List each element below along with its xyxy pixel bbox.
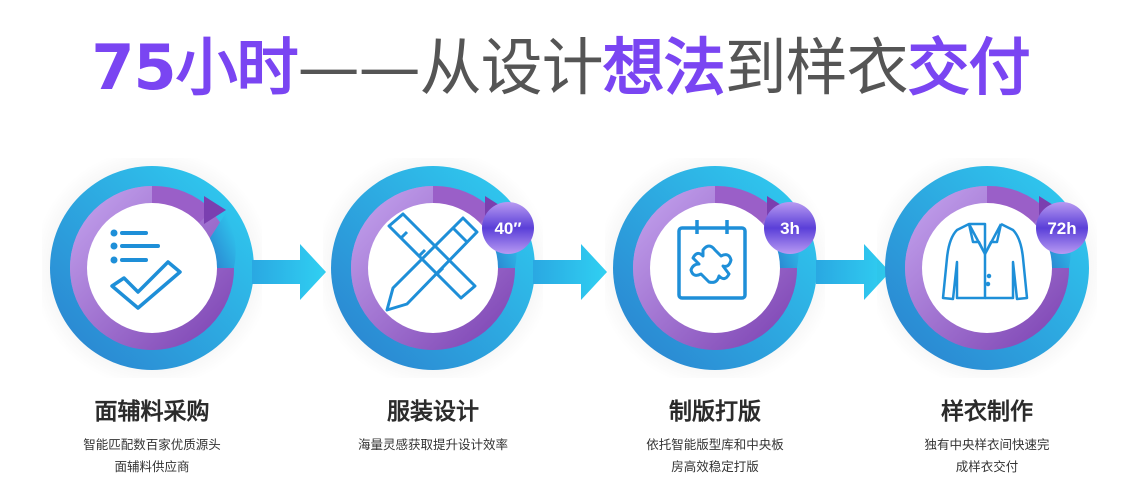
arrow-connector-icon — [816, 244, 890, 300]
badge-text: 72h — [1047, 219, 1076, 238]
pencil-ruler-icon — [385, 212, 479, 312]
desc-line: 智能匹配数百家优质源头 — [83, 437, 221, 452]
desc-line: 独有中央样衣间快速完 — [924, 437, 1050, 452]
desc-line: 房高效稳定打版 — [671, 459, 759, 474]
progress-ring: 3h — [605, 158, 825, 378]
step-title: 面辅料采购 — [94, 399, 210, 425]
step-description: 海量灵感获取提升设计效率 — [333, 434, 533, 456]
progress-ring: 40″ — [323, 158, 543, 378]
step-garment-design: 40″ 服装设计 海量灵感获取提升设计效率 — [303, 158, 563, 456]
headline: 75小时——从设计想法到样衣交付 — [0, 28, 1121, 108]
desc-line: 成样衣交付 — [955, 459, 1019, 474]
checklist-icon — [110, 229, 182, 310]
step-title: 服装设计 — [387, 399, 479, 425]
arrow-connector-icon — [252, 244, 326, 300]
calendar-puzzle-icon — [677, 220, 747, 300]
desc-line: 依托智能版型库和中央板 — [646, 437, 784, 452]
time-badge — [482, 202, 534, 254]
desc-line: 海量灵感获取提升设计效率 — [357, 437, 508, 452]
progress-ring: 72h — [877, 158, 1097, 378]
step-title: 样衣制作 — [941, 399, 1033, 425]
arrow-connector-icon — [533, 244, 607, 300]
headline-part: ——从设计 — [297, 31, 604, 104]
jacket-icon — [941, 222, 1029, 301]
step-description: 智能匹配数百家优质源头 面辅料供应商 — [62, 434, 242, 478]
step-fabric-procurement: 面辅料采购 智能匹配数百家优质源头 面辅料供应商 — [22, 158, 282, 478]
progress-ring — [42, 158, 262, 378]
step-pattern-making: 3h 制版打版 依托智能版型库和中央板 房高效稳定打版 — [585, 158, 845, 478]
desc-line: 面辅料供应商 — [114, 459, 190, 474]
step-description: 依托智能版型库和中央板 房高效稳定打版 — [625, 434, 805, 478]
step-title: 制版打版 — [669, 399, 761, 425]
badge-text: 40″ — [494, 219, 521, 238]
headline-part: 到样衣 — [724, 31, 909, 104]
badge-text: 3h — [780, 219, 800, 238]
headline-part: 交付 — [907, 31, 1031, 104]
step-description: 独有中央样衣间快速完 成样衣交付 — [907, 434, 1067, 478]
step-sample-making: 72h 样衣制作 独有中央样衣间快速完 成样衣交付 — [857, 158, 1117, 478]
time-badge — [764, 202, 816, 254]
headline-part: 想法 — [602, 31, 726, 104]
headline-part: 75小时 — [91, 31, 298, 104]
time-badge — [1036, 202, 1088, 254]
